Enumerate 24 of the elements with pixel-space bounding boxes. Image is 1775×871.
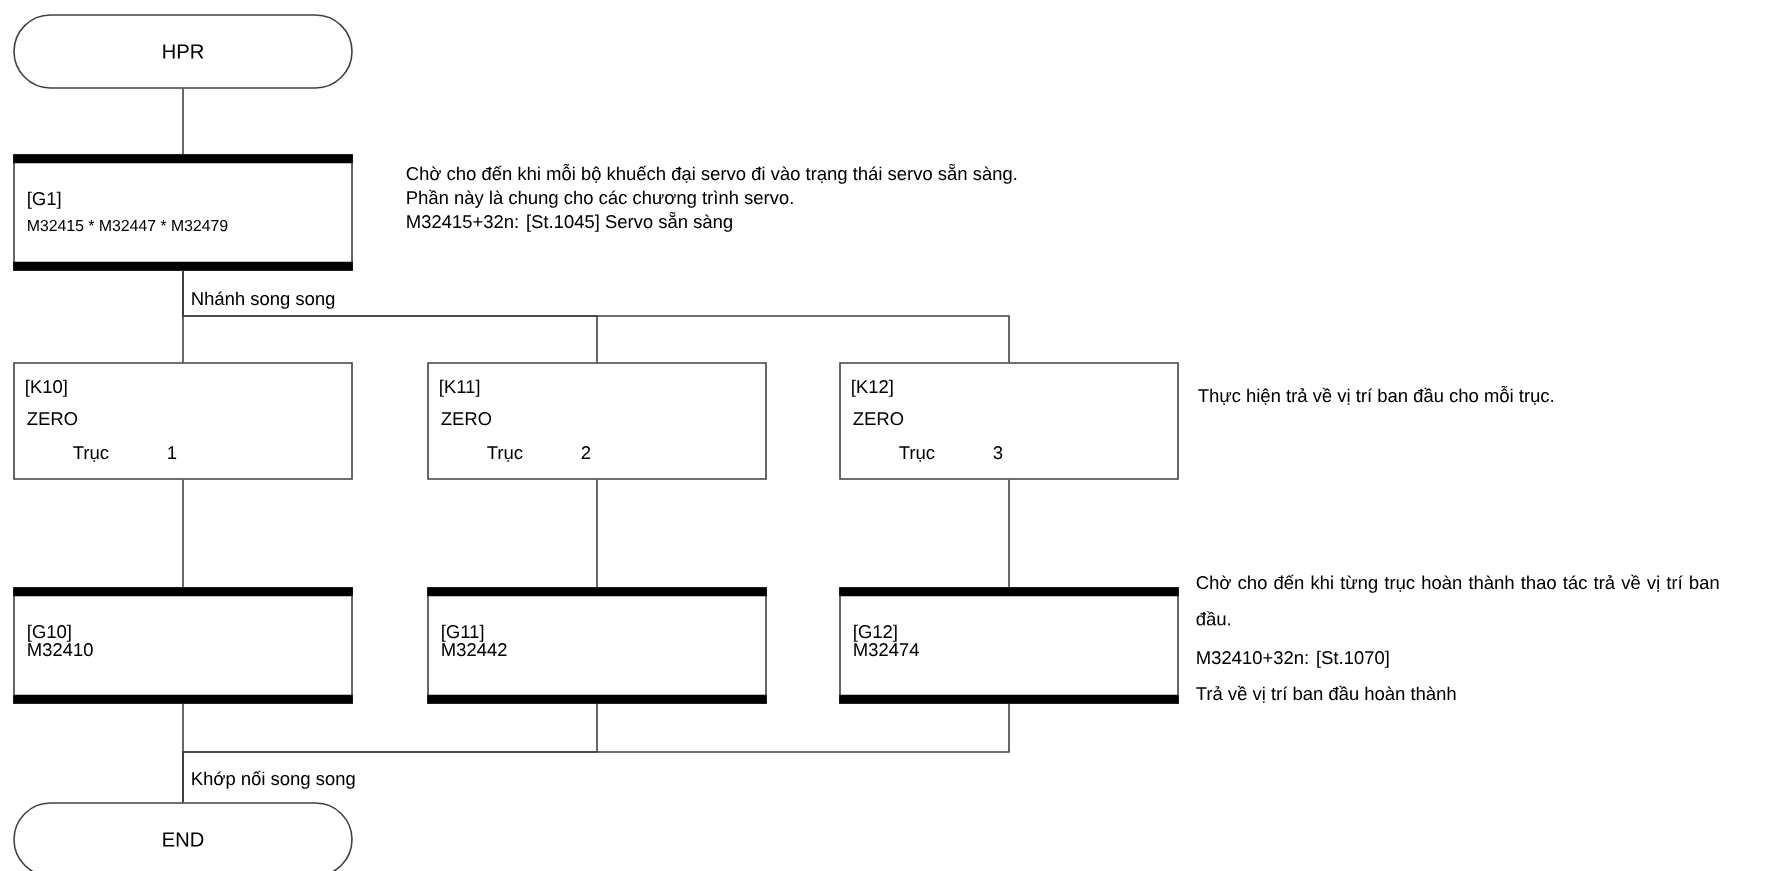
note-text: Thực hiện trả về vị trí ban đầu cho mỗi trục.	[1198, 386, 1553, 405]
gate-box: [G1] M32415 * M32447 * M32479	[13, 154, 353, 271]
connector-line	[1008, 479, 1010, 588]
gate-box: [G11] M32442	[427, 587, 767, 704]
note-text: Trả về vị trí ban đầu hoàn thành	[1196, 685, 1456, 703]
connector-line	[182, 270, 1010, 363]
gate-box: [G12] M32474	[839, 587, 1179, 704]
note-text: Chờ cho đến khi từng trục hoàn thành thao tác trả về vị trí ban đầu.	[1196, 574, 1719, 626]
terminal-box: END	[13, 802, 353, 871]
branch-label: Khớp nối song song	[192, 770, 355, 789]
note-text: M32410+32n: [St.1070]	[1197, 650, 1389, 668]
step-box: [K10] ZERO Trục 1	[13, 362, 353, 480]
note-text: Chờ cho đến khi mỗi bộ khuếch đại servo đi vào trạng thái servo sẵn sàng.	[406, 164, 1017, 184]
connector-line	[182, 88, 184, 155]
step-box: [K11] ZERO Trục 2	[427, 362, 767, 480]
terminal-box: HPR	[13, 14, 353, 89]
gate-box: [G10] M32410	[13, 587, 353, 704]
connector-line	[182, 479, 184, 588]
step-box: [K12] ZERO Trục 3	[839, 362, 1179, 480]
branch-label: Nhánh song song	[192, 291, 335, 309]
note-text: M32415+32n: [St.1045] Servo sẵn sàng	[407, 212, 732, 232]
connector-line	[596, 479, 598, 588]
connector-line	[182, 703, 1010, 803]
note-text: Phần này là chung cho các chương trình servo.	[407, 189, 793, 208]
